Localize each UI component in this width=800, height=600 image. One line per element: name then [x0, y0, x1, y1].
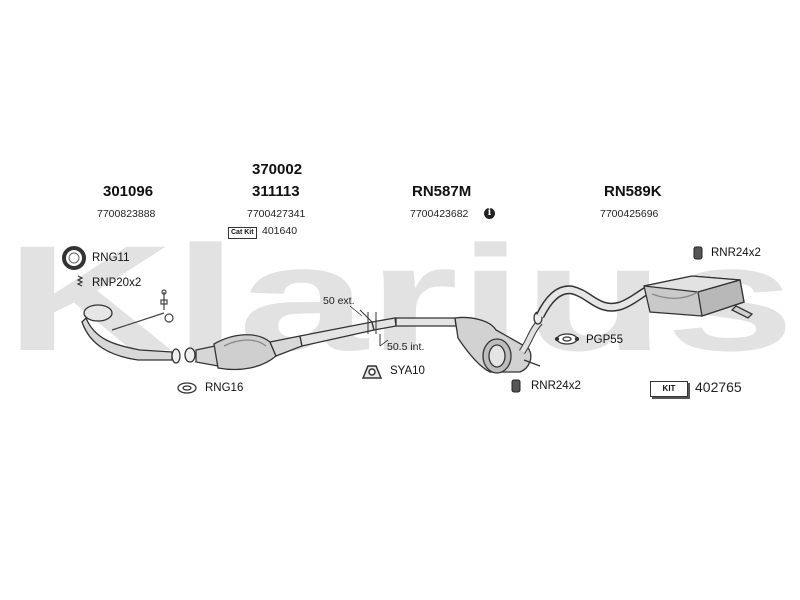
oe-ref-rn587m: 7700423682: [410, 208, 469, 220]
label-sya10: SYA10: [390, 365, 425, 377]
rear-silencer: [643, 275, 754, 319]
part-code-370002: 370002: [252, 161, 303, 178]
dimension-int: 50.5 int.: [387, 341, 425, 353]
oe-ref-301096: 7700823888: [97, 208, 156, 220]
cat-kit-badge: Cat Kit: [228, 227, 257, 239]
oe-ref-rn589k: 7700425696: [600, 208, 659, 220]
manifold-bolt-icon: [111, 289, 174, 331]
centre-silencer: [454, 311, 543, 374]
label-pgp55: PGP55: [586, 334, 624, 346]
sya10-mount-icon: [361, 365, 383, 379]
rear-pipe: [535, 285, 651, 319]
part-code-301096: 301096: [103, 183, 154, 200]
kit-badge: KIT: [650, 381, 688, 397]
cat-kit-ref: 401640: [262, 225, 298, 237]
downpipe-gasket-icons: [171, 347, 196, 364]
label-rng16: RNG16: [205, 382, 244, 394]
label-rnp20x2: RNP20x2: [92, 277, 142, 289]
rnr-hanger-bottom-icon: [511, 379, 521, 393]
label-rnr24x2-top: RNR24x2: [711, 247, 761, 259]
oe-ref-311113: 7700427341: [247, 208, 306, 220]
label-rnr24x2-bottom: RNR24x2: [531, 380, 581, 392]
pgp55-gasket-icon: [554, 333, 580, 345]
rnr-hanger-top-icon: [693, 246, 703, 260]
part-code-311113: 311113: [252, 183, 300, 200]
downpipe: [81, 304, 173, 361]
rnp20-spring-icon: [76, 275, 84, 287]
dimension-leaders: [349, 305, 389, 347]
catalytic-converter: [195, 334, 303, 371]
pipe-clamp-marks: [359, 309, 381, 346]
dimension-ext: 50 ext.: [323, 295, 355, 307]
rng11-ring-icon: [62, 246, 86, 270]
kit-ref: 402765: [695, 379, 742, 395]
label-rng11: RNG11: [92, 252, 130, 264]
part-code-rn589k: RN589K: [604, 183, 662, 200]
part-code-rn587m: RN587M: [412, 183, 472, 200]
info-icon[interactable]: i: [484, 208, 495, 219]
rng16-gasket-icon: [177, 382, 197, 394]
